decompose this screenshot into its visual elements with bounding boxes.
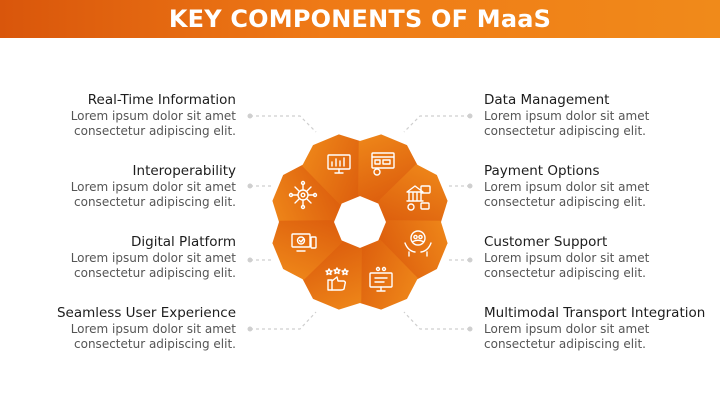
segment-payment-options	[358, 134, 418, 205]
thumbs-up-stars-icon	[325, 267, 349, 291]
segment-multimodal-transport-integration	[377, 220, 448, 280]
component-real-time-information: Real-Time Information Lorem ipsum dolor …	[0, 92, 236, 139]
segment-seamless-user-experience	[358, 239, 418, 310]
connector-line	[403, 311, 470, 330]
data-window-gear-icon	[371, 152, 395, 176]
component-description: Lorem ipsum dolor sit amet	[70, 322, 236, 336]
connector-dot	[467, 183, 473, 189]
component-description: Lorem ipsum dolor sit amet	[484, 180, 650, 194]
connector-dot	[467, 257, 473, 263]
wheel-segments	[272, 134, 448, 310]
component-seamless-user-experience: Seamless User Experience Lorem ipsum dol…	[0, 305, 236, 352]
component-data-management: Data Management Lorem ipsum dolor sit am…	[484, 92, 720, 139]
component-description: consectetur adipiscing elit.	[74, 195, 236, 209]
right-connectors	[403, 115, 470, 330]
chart-monitor-icon	[327, 154, 351, 174]
component-label: Customer Support	[484, 234, 608, 250]
component-label: Real-Time Information	[87, 92, 236, 108]
component-label: Interoperability	[132, 163, 236, 179]
component-payment-options: Payment Options Lorem ipsum dolor sit am…	[484, 163, 720, 210]
component-description: consectetur adipiscing elit.	[74, 266, 236, 280]
connector-dot	[467, 113, 473, 119]
component-description: Lorem ipsum dolor sit amet	[70, 251, 236, 265]
connector-line	[403, 115, 470, 133]
component-description: consectetur adipiscing elit.	[484, 124, 646, 138]
header-bar: KEY COMPONENTS OF MaaS	[0, 0, 720, 38]
connector-dot	[467, 326, 473, 332]
component-digital-platform: Digital Platform Lorem ipsum dolor sit a…	[0, 234, 236, 281]
connector-line	[250, 311, 317, 330]
component-label: Payment Options	[484, 163, 600, 179]
component-label: Seamless User Experience	[56, 305, 236, 321]
left-connectors	[250, 115, 317, 330]
component-description: consectetur adipiscing elit.	[74, 124, 236, 138]
component-description: Lorem ipsum dolor sit amet	[484, 251, 650, 265]
right-connector-dots	[467, 113, 473, 332]
network-gear-icon	[288, 180, 318, 210]
page-title: KEY COMPONENTS OF MaaS	[168, 5, 552, 33]
component-description: consectetur adipiscing elit.	[74, 337, 236, 351]
component-description: Lorem ipsum dolor sit amet	[484, 109, 650, 123]
connector-dot	[247, 113, 253, 119]
connector-dot	[247, 183, 253, 189]
component-label: Data Management	[484, 92, 610, 108]
digital-devices-icon	[291, 233, 317, 252]
component-description: Lorem ipsum dolor sit amet	[70, 180, 236, 194]
connector-dot	[247, 257, 253, 263]
connector-line	[250, 115, 317, 133]
component-description: Lorem ipsum dolor sit amet	[484, 322, 650, 336]
bank-payment-icon	[406, 185, 431, 211]
component-description: Lorem ipsum dolor sit amet	[70, 109, 236, 123]
component-description: consectetur adipiscing elit.	[484, 266, 646, 280]
segment-digital-platform	[302, 239, 362, 310]
component-label: Digital Platform	[130, 234, 236, 250]
transport-monitor-icon	[369, 266, 393, 292]
component-description: consectetur adipiscing elit.	[484, 195, 646, 209]
component-label: Multimodal Transport Integration	[484, 305, 706, 321]
component-multimodal-transport-integration: Multimodal Transport Integration Lorem i…	[484, 305, 720, 352]
component-customer-support: Customer Support Lorem ipsum dolor sit a…	[484, 234, 720, 281]
segment-interoperability	[272, 220, 343, 280]
component-description: consectetur adipiscing elit.	[484, 337, 646, 351]
left-connector-dots	[247, 113, 253, 332]
connector-dot	[247, 326, 253, 332]
component-interoperability: Interoperability Lorem ipsum dolor sit a…	[0, 163, 236, 210]
hands-people-icon	[404, 230, 432, 257]
